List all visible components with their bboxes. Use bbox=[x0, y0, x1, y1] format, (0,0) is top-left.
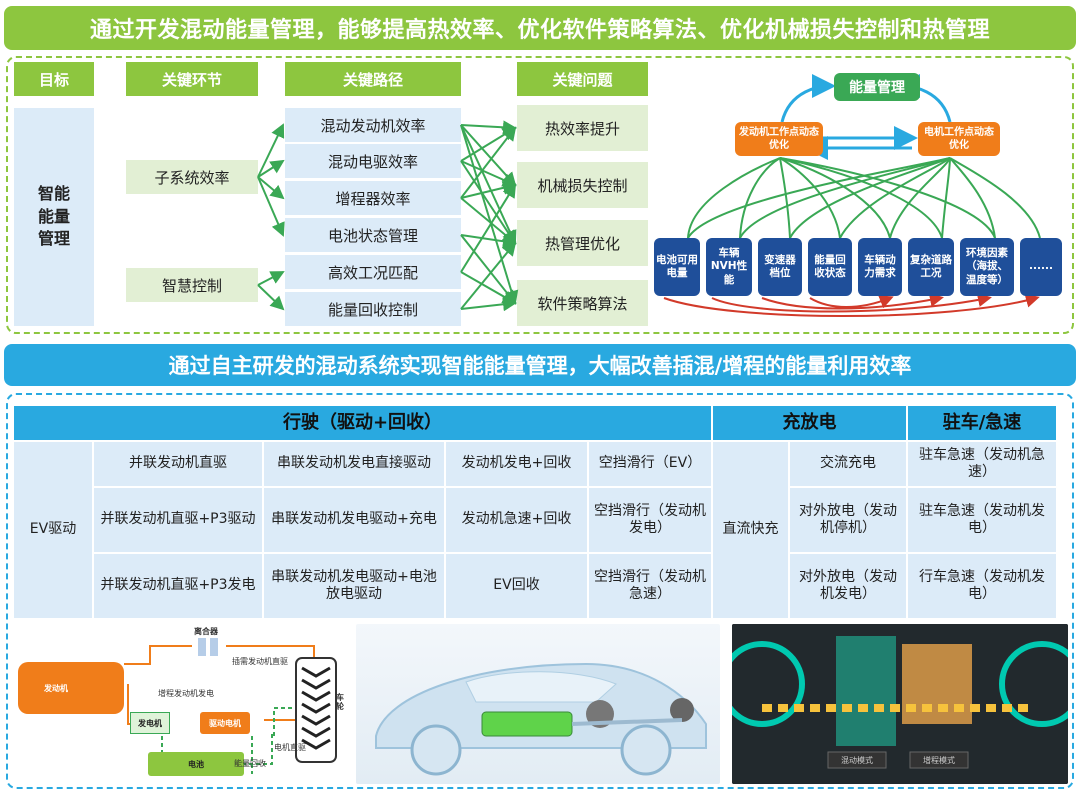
link-subsystem: 子系统效率 bbox=[126, 160, 258, 194]
factor-node: 电池可用电量 bbox=[654, 238, 700, 296]
direct-drive-label: 插需发动机直驱 bbox=[232, 657, 288, 666]
charge-cell: 对外放电（发动机停机） bbox=[788, 486, 909, 554]
factor-node: 车辆动力需求 bbox=[858, 238, 902, 296]
mode-cell: 并联发动机直驱+P3驱动 bbox=[92, 486, 264, 554]
mode-cell: EV回收 bbox=[444, 552, 589, 620]
car-xray-image bbox=[356, 624, 720, 784]
mode-cell: 并联发动机直驱 bbox=[92, 440, 264, 488]
engine-optimization-node: 发动机工作点动态优化 bbox=[735, 122, 823, 156]
factor-node: 车辆NVH性能 bbox=[706, 238, 752, 296]
motor-drive-label: 电机直驱 bbox=[274, 743, 306, 752]
mode-cell: 发动机急速+回收 bbox=[444, 486, 589, 554]
battery-box: 电池 bbox=[148, 752, 244, 776]
charge-cell: 对外放电（发动机发电） bbox=[788, 552, 909, 620]
generator-box: 发电机 bbox=[130, 712, 170, 734]
mode-cell: 并联发动机直驱+P3发电 bbox=[92, 552, 264, 620]
top-banner: 通过开发混动能量管理，能够提高热效率、优化软件策略算法、优化机械损失控制和热管理 bbox=[4, 6, 1076, 50]
factor-node: ...... bbox=[1020, 238, 1062, 296]
energy-diagram-links bbox=[663, 74, 1041, 317]
motor-optimization-node: 电机工作点动态优化 bbox=[918, 122, 1000, 156]
mode-cell: 空挡滑行（发动机发电） bbox=[586, 486, 714, 554]
tree-frame bbox=[6, 56, 1074, 334]
header-issues: 关键问题 bbox=[517, 62, 648, 96]
header-charge: 充放电 bbox=[711, 404, 909, 442]
path-item: 混动发动机效率 bbox=[285, 108, 461, 142]
park-cell: 行车急速（发动机发电） bbox=[906, 552, 1059, 620]
path-item: 混动电驱效率 bbox=[285, 144, 461, 178]
goal-label: 智能能量管理 bbox=[37, 184, 70, 249]
dc-fast-charge-cell: 直流快充 bbox=[711, 440, 791, 620]
mode-cell: 串联发动机发电驱动+电池放电驱动 bbox=[262, 552, 446, 620]
powertrain-schematic: 发动机 发电机 驱动电机 电池 离合器 插需发动机直驱 增程发动机发电 电机直驱… bbox=[12, 624, 348, 784]
car-illustration bbox=[375, 662, 707, 776]
regen-label: 能量回收 bbox=[234, 759, 266, 768]
path-item: 能量回收控制 bbox=[285, 292, 461, 326]
factor-node: 能量回收状态 bbox=[808, 238, 852, 296]
energy-top-node: 能量管理 bbox=[834, 73, 920, 101]
gen-label: 增程发动机发电 bbox=[158, 689, 214, 698]
chassis-image: 混动模式 增程模式 bbox=[732, 624, 1068, 784]
park-cell: 驻车急速（发动机急速） bbox=[906, 440, 1059, 488]
park-cell: 驻车急速（发动机发电） bbox=[906, 486, 1059, 554]
issue-item: 软件策略算法 bbox=[517, 280, 648, 326]
chassis-illustration bbox=[732, 624, 1068, 784]
header-links: 关键环节 bbox=[126, 62, 258, 96]
issue-item: 机械损失控制 bbox=[517, 162, 648, 208]
motor-box: 驱动电机 bbox=[200, 712, 250, 734]
issue-item: 热效率提升 bbox=[517, 105, 648, 151]
factor-node: 环境因素（海拔、温度等） bbox=[960, 238, 1014, 296]
header-drive: 行驶（驱动+回收） bbox=[11, 404, 714, 442]
range-mode-tag: 增程模式 bbox=[923, 755, 955, 765]
mode-cell: 空挡滑行（发动机急速） bbox=[586, 552, 714, 620]
issue-item: 热管理优化 bbox=[517, 220, 648, 266]
modes-frame bbox=[6, 393, 1074, 789]
path-item: 高效工况匹配 bbox=[285, 255, 461, 289]
mid-banner: 通过自主研发的混动系统实现智能能量管理，大幅改善插混/增程的能量利用效率 bbox=[4, 344, 1076, 386]
factor-node: 复杂道路工况 bbox=[908, 238, 954, 296]
header-goal: 目标 bbox=[14, 62, 94, 96]
header-paths: 关键路径 bbox=[285, 62, 461, 96]
hybrid-mode-tag: 混动模式 bbox=[841, 755, 873, 765]
goal-box: 智能能量管理 bbox=[14, 108, 94, 326]
ev-drive-cell: EV驱动 bbox=[12, 440, 94, 620]
link-smart-control: 智慧控制 bbox=[126, 268, 258, 302]
path-item: 电池状态管理 bbox=[285, 218, 461, 252]
tree-connectors bbox=[257, 120, 519, 312]
header-park: 驻车/急速 bbox=[906, 404, 1059, 442]
mode-cell: 发动机发电+回收 bbox=[444, 440, 589, 488]
mode-cell: 串联发动机发电驱动+充电 bbox=[262, 486, 446, 554]
wheel-label: 车轮 bbox=[336, 693, 344, 711]
engine-label: 发动机 bbox=[44, 683, 68, 693]
clutch-label: 离合器 bbox=[194, 627, 218, 636]
mode-cell: 空挡滑行（EV） bbox=[586, 440, 714, 488]
path-item: 增程器效率 bbox=[285, 181, 461, 215]
mode-cell: 串联发动机发电直接驱动 bbox=[262, 440, 446, 488]
engine-block: 发动机 bbox=[18, 662, 124, 714]
charge-cell: 交流充电 bbox=[788, 440, 909, 488]
modes-table: 行驶（驱动+回收） 充放电 驻车/急速 EV驱动 并联发动机直驱 串联发动机发电… bbox=[11, 404, 1059, 620]
factor-node: 变速器档位 bbox=[758, 238, 802, 296]
